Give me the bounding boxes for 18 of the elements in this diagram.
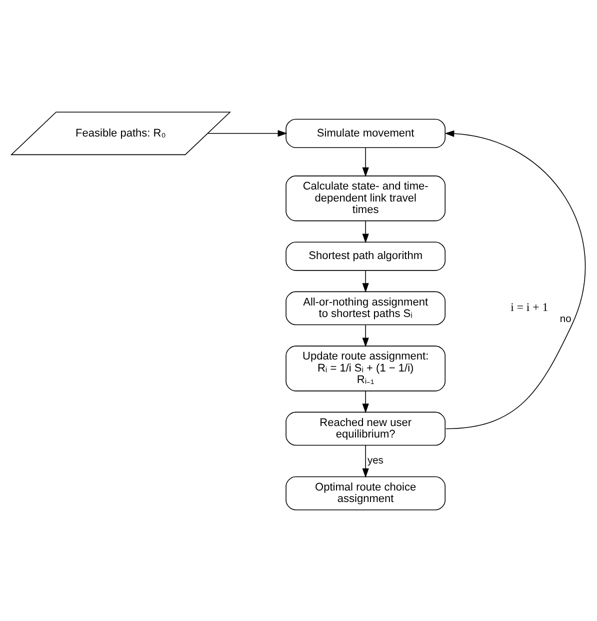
- arrow: [362, 444, 369, 478]
- node-box: All-or-nothing assignment to shortest paths Sᵢ: [286, 290, 446, 325]
- arrow: [362, 270, 369, 292]
- label: i = i + 1: [510, 300, 548, 314]
- node-box: Optimal route choice assignment: [286, 476, 446, 510]
- arrow: [207, 130, 288, 136]
- edge-label: yes: [367, 455, 384, 466]
- arrow: [444, 130, 586, 429]
- node-box: Calculate state- and time-dependent link travel times: [286, 175, 446, 221]
- node-box: Update route assignment: Rᵢ = 1/i Sᵢ + (1 − 1/i) Rᵢ₋₁: [286, 345, 446, 391]
- node-box: Shortest path algorithm: [286, 241, 446, 270]
- node-box: Simulate movement: [286, 118, 446, 148]
- arrow: [362, 390, 369, 413]
- arrow: [362, 220, 369, 243]
- arrow: [362, 146, 369, 176]
- arrow: [362, 324, 369, 347]
- edge-label: no: [560, 313, 572, 324]
- node-box: Reached new user equilibrium?: [286, 411, 446, 446]
